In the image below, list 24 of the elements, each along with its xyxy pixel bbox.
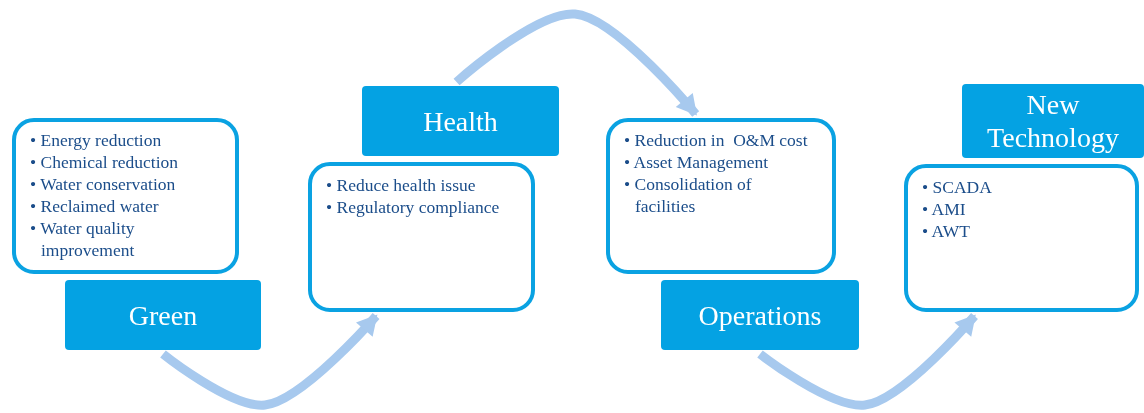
bullet-text: • Asset Management — [624, 151, 770, 173]
content-card — [308, 162, 535, 312]
bullet-text: • Water quality improvement — [30, 217, 136, 261]
content-card — [606, 118, 836, 274]
title-box: Operations — [661, 280, 859, 350]
bullet-text: • Chemical reduction — [30, 151, 180, 173]
bullet-text: • AMI — [922, 198, 967, 220]
content-card — [904, 164, 1139, 312]
curved-arrow — [160, 313, 380, 410]
bullet-text: • Reduce health issue — [326, 174, 477, 196]
bullet-text: • SCADA — [922, 176, 993, 198]
title-box: Green — [65, 280, 261, 350]
bullet-text: • Reclaimed water — [30, 195, 160, 217]
bullet-text: • Consolidation of facilities — [624, 173, 753, 217]
bullet-text: • Regulatory compliance — [326, 196, 501, 218]
title-box: New Technology — [962, 84, 1144, 158]
title-box: Health — [362, 86, 559, 156]
bullet-text: • Energy reduction — [30, 129, 163, 151]
bullet-text: • Reduction in O&M cost — [624, 129, 808, 151]
content-card — [12, 118, 239, 274]
bullet-text: • AWT — [922, 220, 971, 242]
bullet-text: • Water conservation — [30, 173, 177, 195]
curved-arrow — [757, 313, 978, 410]
curved-arrow — [453, 9, 700, 117]
